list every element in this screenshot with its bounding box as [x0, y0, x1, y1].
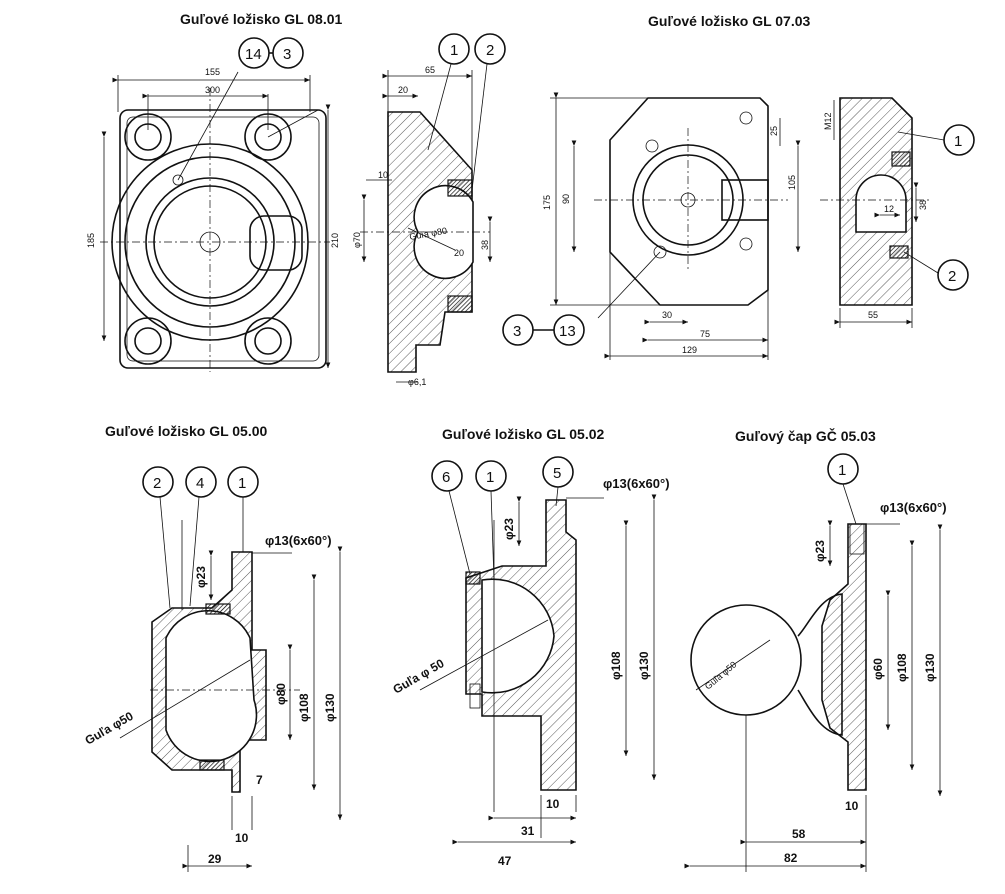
gl0500-section: φ13(6x60°) φ23 φ80 φ108 φ130 7 10 29 Guľ… [83, 520, 343, 872]
dim-d108: φ108 [297, 693, 311, 722]
dim-38b: 38 [918, 200, 928, 210]
dim-10c: 10 [845, 799, 859, 813]
dim-30: 30 [662, 310, 672, 320]
dim-10: 10 [235, 831, 249, 845]
dim-d23b: φ23 [502, 518, 516, 540]
dim-29: 29 [208, 852, 222, 866]
dim-d80: φ80 [274, 683, 288, 705]
callout-1c: 1 [238, 475, 246, 492]
dim-105: 105 [787, 175, 797, 190]
gl0502-callouts: 6 1 5 [431, 456, 574, 581]
callout-1b: 1 [954, 133, 962, 150]
callout-4: 4 [196, 475, 204, 492]
dim-38: 38 [480, 240, 490, 250]
callout-13: 13 [559, 323, 576, 340]
dim-155: 155 [205, 67, 220, 77]
callout-14: 14 [245, 46, 262, 63]
title-gl0500: Guľové ložisko GL 05.00 [105, 423, 268, 439]
dim-m12: M12 [823, 112, 833, 130]
gl0801-side-callouts: 1 2 [427, 33, 506, 191]
dim-31: 31 [521, 824, 535, 838]
dim-90: 90 [561, 194, 571, 204]
dim-guia: Guľa φ50 [83, 709, 136, 748]
dim-d108c: φ108 [895, 653, 909, 682]
dim-300: 300 [205, 85, 220, 95]
dim-d70: φ70 [352, 232, 362, 248]
dim-20-mid: 20 [454, 248, 464, 258]
gl0801-side-section: 65 20 10 φ70 Guľa φ80 20 38 φ6,1 [352, 65, 493, 387]
dim-75: 75 [700, 329, 710, 339]
dim-d23: φ23 [194, 566, 208, 588]
callout-3: 3 [283, 46, 291, 63]
gl0703-side-section: M12 12 38 55 [820, 97, 930, 328]
dim-guia-b: Guľa φ 50 [391, 656, 447, 697]
callout-3b: 3 [513, 323, 521, 340]
dim-d130: φ130 [323, 693, 337, 722]
dim-58: 58 [792, 827, 806, 841]
dim-129: 129 [682, 345, 697, 355]
dim-hole-c: φ13(6x60°) [880, 500, 947, 515]
dim-185: 185 [86, 233, 96, 248]
dim-d60: φ60 [871, 658, 885, 680]
callout-1e: 1 [838, 462, 846, 479]
callout-6: 6 [442, 469, 450, 486]
dim-175: 175 [542, 195, 552, 210]
callout-1d: 1 [486, 469, 494, 486]
dim-210: 210 [330, 233, 340, 248]
callout-2: 2 [486, 42, 494, 59]
dim-hole: φ13(6x60°) [265, 533, 332, 548]
dim-25: 25 [769, 126, 779, 136]
gl0502-section: φ13(6x60°) φ23 φ108 φ130 10 31 47 Guľa φ… [391, 476, 670, 868]
callout-5: 5 [553, 465, 561, 482]
dim-guia-c: Guľa φ50 [703, 659, 739, 691]
dim-hole-b: φ13(6x60°) [603, 476, 670, 491]
title-gl0703: Guľové ložisko GL 07.03 [648, 13, 811, 29]
dim-65: 65 [425, 65, 435, 75]
gl0703-side-callouts: 1 2 [897, 124, 975, 291]
gl0703-front-callouts: 3 13 [502, 314, 585, 346]
dim-55: 55 [868, 310, 878, 320]
dim-10b: 10 [546, 797, 560, 811]
title-gl0801: Guľové ložisko GL 08.01 [180, 11, 343, 27]
title-gc0503: Guľový čap GČ 05.03 [735, 428, 876, 444]
dim-20-top: 20 [398, 85, 408, 95]
gl0801-front-view: 155 300 185 210 [86, 67, 340, 372]
callout-1: 1 [450, 42, 458, 59]
title-gl0502: Guľové ložisko GL 05.02 [442, 426, 605, 442]
dim-d23c: φ23 [813, 540, 827, 562]
dim-d130c: φ130 [923, 653, 937, 682]
callout-2b: 2 [948, 268, 956, 285]
dim-10: 10 [378, 170, 388, 180]
gl0703-front-view: 175 90 105 25 30 75 129 [542, 92, 801, 360]
dim-d108b: φ108 [609, 651, 623, 680]
dim-82: 82 [784, 851, 798, 865]
dim-d61: φ6,1 [408, 377, 426, 387]
gl0801-front-callouts: 14 3 [238, 37, 304, 69]
gc0503-callouts: 1 [827, 453, 859, 525]
callout-2c: 2 [153, 475, 161, 492]
dim-7: 7 [256, 773, 263, 787]
gc0503-section: φ13(6x60°) φ23 φ60 φ108 φ130 10 58 82 Gu… [684, 500, 947, 872]
dim-12: 12 [884, 204, 894, 214]
dim-d130b: φ130 [637, 651, 651, 680]
dim-47: 47 [498, 854, 512, 868]
gl0500-callouts: 2 4 1 [142, 466, 259, 609]
